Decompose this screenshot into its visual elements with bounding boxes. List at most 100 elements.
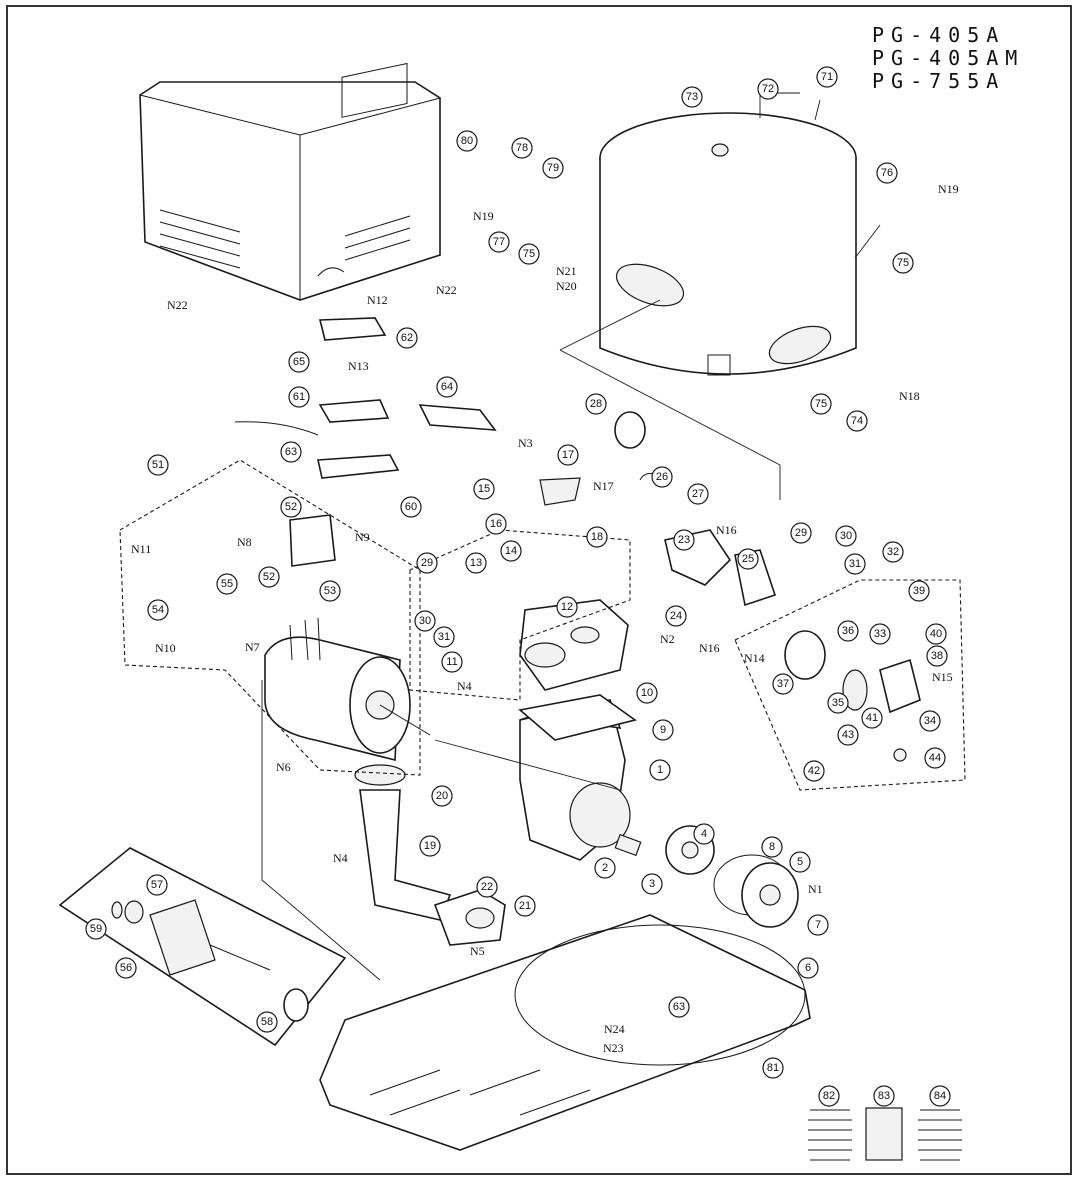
callout-16: 16: [485, 513, 507, 535]
svg-text:73: 73: [686, 91, 698, 103]
svg-text:36: 36: [842, 625, 854, 637]
svg-text:75: 75: [815, 398, 827, 410]
callout-75: 75: [810, 393, 832, 415]
svg-text:24: 24: [670, 610, 682, 622]
callout-53: 53: [319, 580, 341, 602]
svg-text:19: 19: [424, 840, 436, 852]
label-N7: N7: [245, 640, 260, 654]
callout-58: 58: [256, 1011, 278, 1033]
model-name: PG-755A: [872, 69, 1006, 93]
svg-text:1: 1: [657, 764, 663, 776]
fastener-labels: N1 N2 N3 N4 N4 N5 N6 N7 N8 N9 N10 N11 N1…: [131, 182, 959, 1055]
label-N19: N19: [473, 209, 494, 223]
label-N23: N23: [603, 1041, 624, 1055]
callout-31: 31: [433, 626, 455, 648]
svg-text:64: 64: [441, 381, 453, 393]
svg-text:6: 6: [805, 962, 811, 974]
svg-text:23: 23: [678, 534, 690, 546]
callout-55: 55: [216, 573, 238, 595]
callout-79: 79: [542, 157, 564, 179]
callout-11: 11: [441, 651, 463, 673]
callout-2: 2: [594, 857, 616, 879]
callout-82: 82: [818, 1085, 840, 1107]
svg-text:42: 42: [808, 765, 820, 777]
svg-text:8: 8: [769, 841, 775, 853]
callout-9: 9: [652, 719, 674, 741]
svg-text:41: 41: [866, 712, 878, 724]
callout-1: 1: [649, 759, 671, 781]
svg-text:79: 79: [547, 162, 559, 174]
control-assembly-outline: [409, 529, 631, 701]
callout-74: 74: [846, 410, 868, 432]
callout-83: 83: [873, 1085, 895, 1107]
callout-38: 38: [926, 645, 948, 667]
callout-12: 12: [556, 596, 578, 618]
label-N16: N16: [716, 523, 737, 537]
label-N6: N6: [276, 760, 291, 774]
label-N12: N12: [367, 293, 388, 307]
svg-text:29: 29: [795, 527, 807, 539]
label-N1: N1: [808, 882, 823, 896]
svg-text:12: 12: [561, 601, 573, 613]
electrical-assembly-outline: [119, 459, 421, 776]
svg-text:53: 53: [324, 585, 336, 597]
svg-text:34: 34: [924, 715, 936, 727]
callout-10: 10: [636, 682, 658, 704]
svg-text:17: 17: [562, 449, 574, 461]
svg-text:2: 2: [602, 862, 608, 874]
label-N15: N15: [932, 670, 953, 684]
callout-41: 41: [861, 707, 883, 729]
label-N10: N10: [155, 641, 176, 655]
svg-text:28: 28: [590, 398, 602, 410]
callout-75: 75: [892, 252, 914, 274]
callout-39: 39: [908, 580, 930, 602]
svg-text:83: 83: [878, 1090, 890, 1102]
fitting-parts: [234, 317, 581, 567]
callout-78: 78: [511, 137, 533, 159]
callout-62: 62: [396, 327, 418, 349]
callout-75: 75: [518, 243, 540, 265]
svg-text:44: 44: [929, 752, 941, 764]
label-N24: N24: [604, 1022, 625, 1036]
svg-text:26: 26: [656, 471, 668, 483]
callout-32: 32: [882, 541, 904, 563]
callout-15: 15: [473, 478, 495, 500]
callout-30: 30: [835, 525, 857, 547]
springs-part: [808, 1107, 962, 1161]
svg-text:56: 56: [120, 962, 132, 974]
svg-text:18: 18: [591, 531, 603, 543]
callout-31: 31: [844, 553, 866, 575]
label-N4: N4: [457, 679, 472, 693]
callout-23: 23: [673, 529, 695, 551]
svg-text:31: 31: [438, 631, 450, 643]
callout-81: 81: [762, 1057, 784, 1079]
svg-text:16: 16: [490, 518, 502, 530]
svg-text:9: 9: [660, 724, 666, 736]
label-N3: N3: [518, 436, 533, 450]
svg-text:29: 29: [421, 557, 433, 569]
callout-72: 72: [757, 78, 779, 100]
callout-37: 37: [772, 673, 794, 695]
label-N5: N5: [470, 944, 485, 958]
callout-52: 52: [258, 566, 280, 588]
callout-61: 61: [288, 386, 310, 408]
svg-text:43: 43: [842, 729, 854, 741]
callout-30: 30: [414, 610, 436, 632]
label-N21: N21: [556, 264, 577, 278]
svg-text:52: 52: [263, 571, 275, 583]
callout-17: 17: [557, 444, 579, 466]
model-name: PG-405AM: [872, 46, 1025, 70]
svg-text:7: 7: [815, 919, 821, 931]
svg-text:80: 80: [461, 135, 473, 147]
svg-text:72: 72: [762, 83, 774, 95]
callout-33: 33: [869, 623, 891, 645]
callout-14: 14: [500, 540, 522, 562]
callout-26: 26: [651, 466, 673, 488]
label-N4: N4: [333, 851, 348, 865]
base-plate-part: [319, 914, 811, 1151]
label-N22: N22: [167, 298, 188, 312]
svg-text:78: 78: [516, 142, 528, 154]
rotor-assembly-box: [58, 847, 347, 1047]
svg-text:22: 22: [481, 881, 493, 893]
svg-text:74: 74: [851, 415, 863, 427]
